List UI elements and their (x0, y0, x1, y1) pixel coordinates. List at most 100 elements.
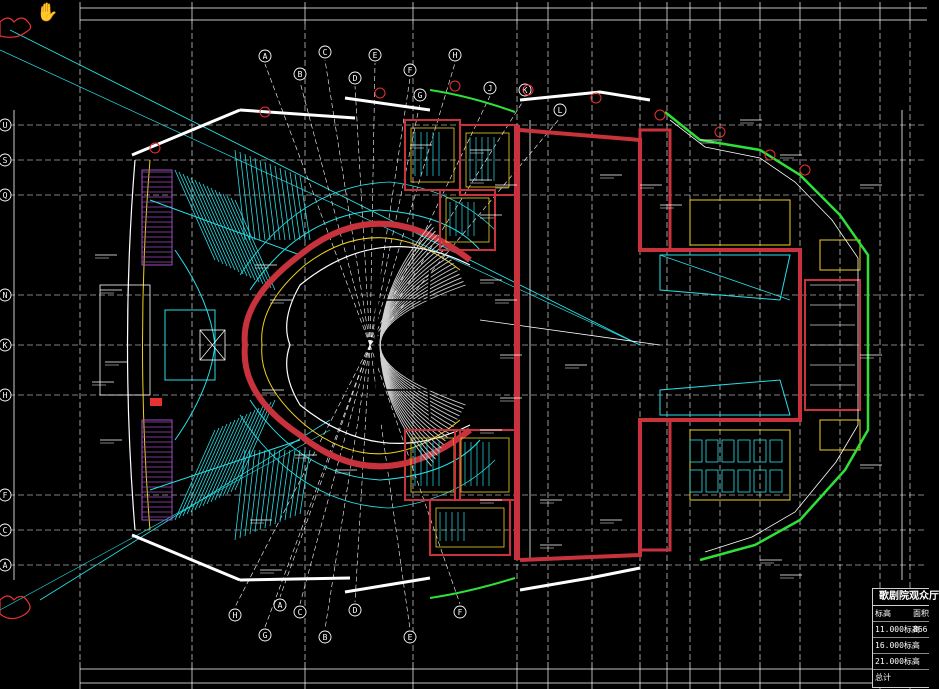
stair-tread-upper-2 (234, 149, 246, 241)
radial-bubble-top-5-label: F (408, 66, 413, 75)
radial-bubble-top-1: B (293, 67, 307, 81)
grid-bubble-row-S-label: S (3, 156, 8, 165)
seating-row (379, 223, 432, 467)
facade-green-bottom (429, 577, 516, 599)
radial-axis-line-bottom (354, 344, 371, 603)
stair-tread-lower (194, 419, 236, 511)
stair-tread-upper-2 (254, 157, 266, 241)
radial-axis-line-top (264, 63, 371, 346)
stage-house (429, 89, 870, 599)
radial-bubble-top-5: F (403, 63, 417, 77)
aisle-left (322, 279, 331, 411)
radial-bubble-top-9: K (518, 83, 532, 97)
stair-tread-upper-2 (274, 165, 286, 241)
dressing-room (769, 469, 783, 493)
stage-right-core (638, 418, 672, 552)
stair-tread-upper (190, 177, 232, 269)
dressing-room (737, 439, 751, 463)
stair-tread-upper (202, 183, 244, 275)
section-marker-bubble (764, 149, 776, 161)
core-room (439, 189, 496, 251)
circulation-ring-upper (239, 181, 496, 276)
circulation-ring-lower (239, 414, 496, 509)
auditorium-outer-wall (241, 220, 472, 470)
stage-lift-diag (659, 254, 791, 301)
outer-facade-arc-left (126, 159, 136, 531)
grid-bubble-row-S: S (0, 153, 12, 167)
stair-tread-lower-2 (254, 449, 266, 533)
rehearsal-room-lower (689, 429, 791, 501)
radial-bubble-bottom-2: C (293, 605, 307, 619)
legend-value: 面积 (913, 609, 929, 618)
stair-tread-lower (190, 421, 232, 513)
core-room-inner (445, 197, 490, 243)
radial-bubble-top-2: C (318, 45, 332, 59)
stair-tread-lower (222, 405, 264, 497)
rehearsal-room-upper (689, 199, 791, 246)
stair-tread-lower (226, 403, 268, 495)
aisle-right (426, 269, 431, 421)
radial-bubble-top-1-label: B (298, 70, 303, 79)
facade-green-right (664, 111, 870, 562)
facade-green-top (429, 89, 516, 113)
red-marker-block (150, 398, 162, 406)
radial-bubble-bottom-4: E (403, 630, 417, 644)
radial-bubble-bottom-0-circle (273, 598, 287, 612)
legend-key: 总计 (875, 673, 891, 682)
stair-tread-upper-2 (294, 173, 306, 241)
core-room-inner (410, 127, 455, 183)
grid-bubble-row-F-label: F (3, 491, 8, 500)
grid-bubble-row-A: A (0, 558, 12, 572)
grid-bubble-row-C: C (0, 523, 12, 537)
radial-bubble-top-8-label: J (488, 84, 493, 93)
grid-bubble-row-H-label: H (3, 391, 8, 400)
radial-axis-line-bottom (234, 344, 371, 608)
stage-lift-lower (659, 379, 791, 416)
radial-axis-line-top (369, 62, 456, 346)
legend-key: 标高 (875, 609, 891, 618)
radial-bubble-top-8-circle (483, 81, 497, 95)
stair-tread-lower-2 (269, 449, 281, 527)
grid-bubble-row-K-circle (0, 338, 12, 352)
grid-bubble-row-F-circle (0, 488, 12, 502)
grid-bubble-row-N: N (0, 288, 12, 302)
backstage-stair-lower (819, 419, 861, 451)
stair-tread-lower-2 (284, 449, 296, 521)
radial-axis-line-top (369, 62, 376, 346)
dressing-room (737, 469, 751, 493)
radial-bubble-top-9-circle (518, 83, 532, 97)
stair-tread-lower-2 (289, 449, 301, 519)
auditorium-inner-accent (261, 237, 461, 455)
radial-bubble-top-1-circle (293, 67, 307, 81)
legend-key: 16.000标高 (875, 641, 920, 650)
radial-bubble-top-10-label: L (558, 106, 563, 115)
radial-bubble-bottom-7: H (228, 608, 242, 622)
radial-axis-line-top (369, 95, 491, 346)
radial-axis-line-top (324, 59, 371, 346)
radial-bubble-top-0-circle (258, 49, 272, 63)
stair-tread-lower (186, 423, 228, 515)
legend-key: 11.000标高 (875, 625, 920, 634)
radial-bubble-top-3: D (348, 71, 362, 85)
radial-bubble-bottom-2-label: C (298, 608, 303, 617)
stair-tread-upper (198, 181, 240, 273)
stair-tread-upper (218, 191, 260, 283)
lobby-core-box (164, 309, 216, 381)
stair-tread-upper-2 (264, 161, 276, 241)
radial-bubble-bottom-6: G (258, 628, 272, 642)
radial-axis-line-top (354, 85, 371, 346)
radial-bubble-bottom-3: D (348, 603, 362, 617)
radial-bubble-top-0: A (258, 49, 272, 63)
auditorium (239, 181, 496, 509)
stair-tread-lower (182, 425, 224, 517)
grid-bubble-row-U-circle (0, 118, 12, 132)
grid-bubble-row-N-label: N (3, 291, 8, 300)
dressing-room (705, 469, 719, 493)
radial-bubble-bottom-0-label: A (278, 601, 283, 610)
stair-tread-lower (214, 409, 256, 501)
stair-edge-lower (149, 439, 301, 491)
legend-row-3: 21.000标高 (873, 654, 929, 670)
radial-bubble-bottom-1-label: B (323, 633, 328, 642)
radial-bubble-top-4: E (368, 48, 382, 62)
